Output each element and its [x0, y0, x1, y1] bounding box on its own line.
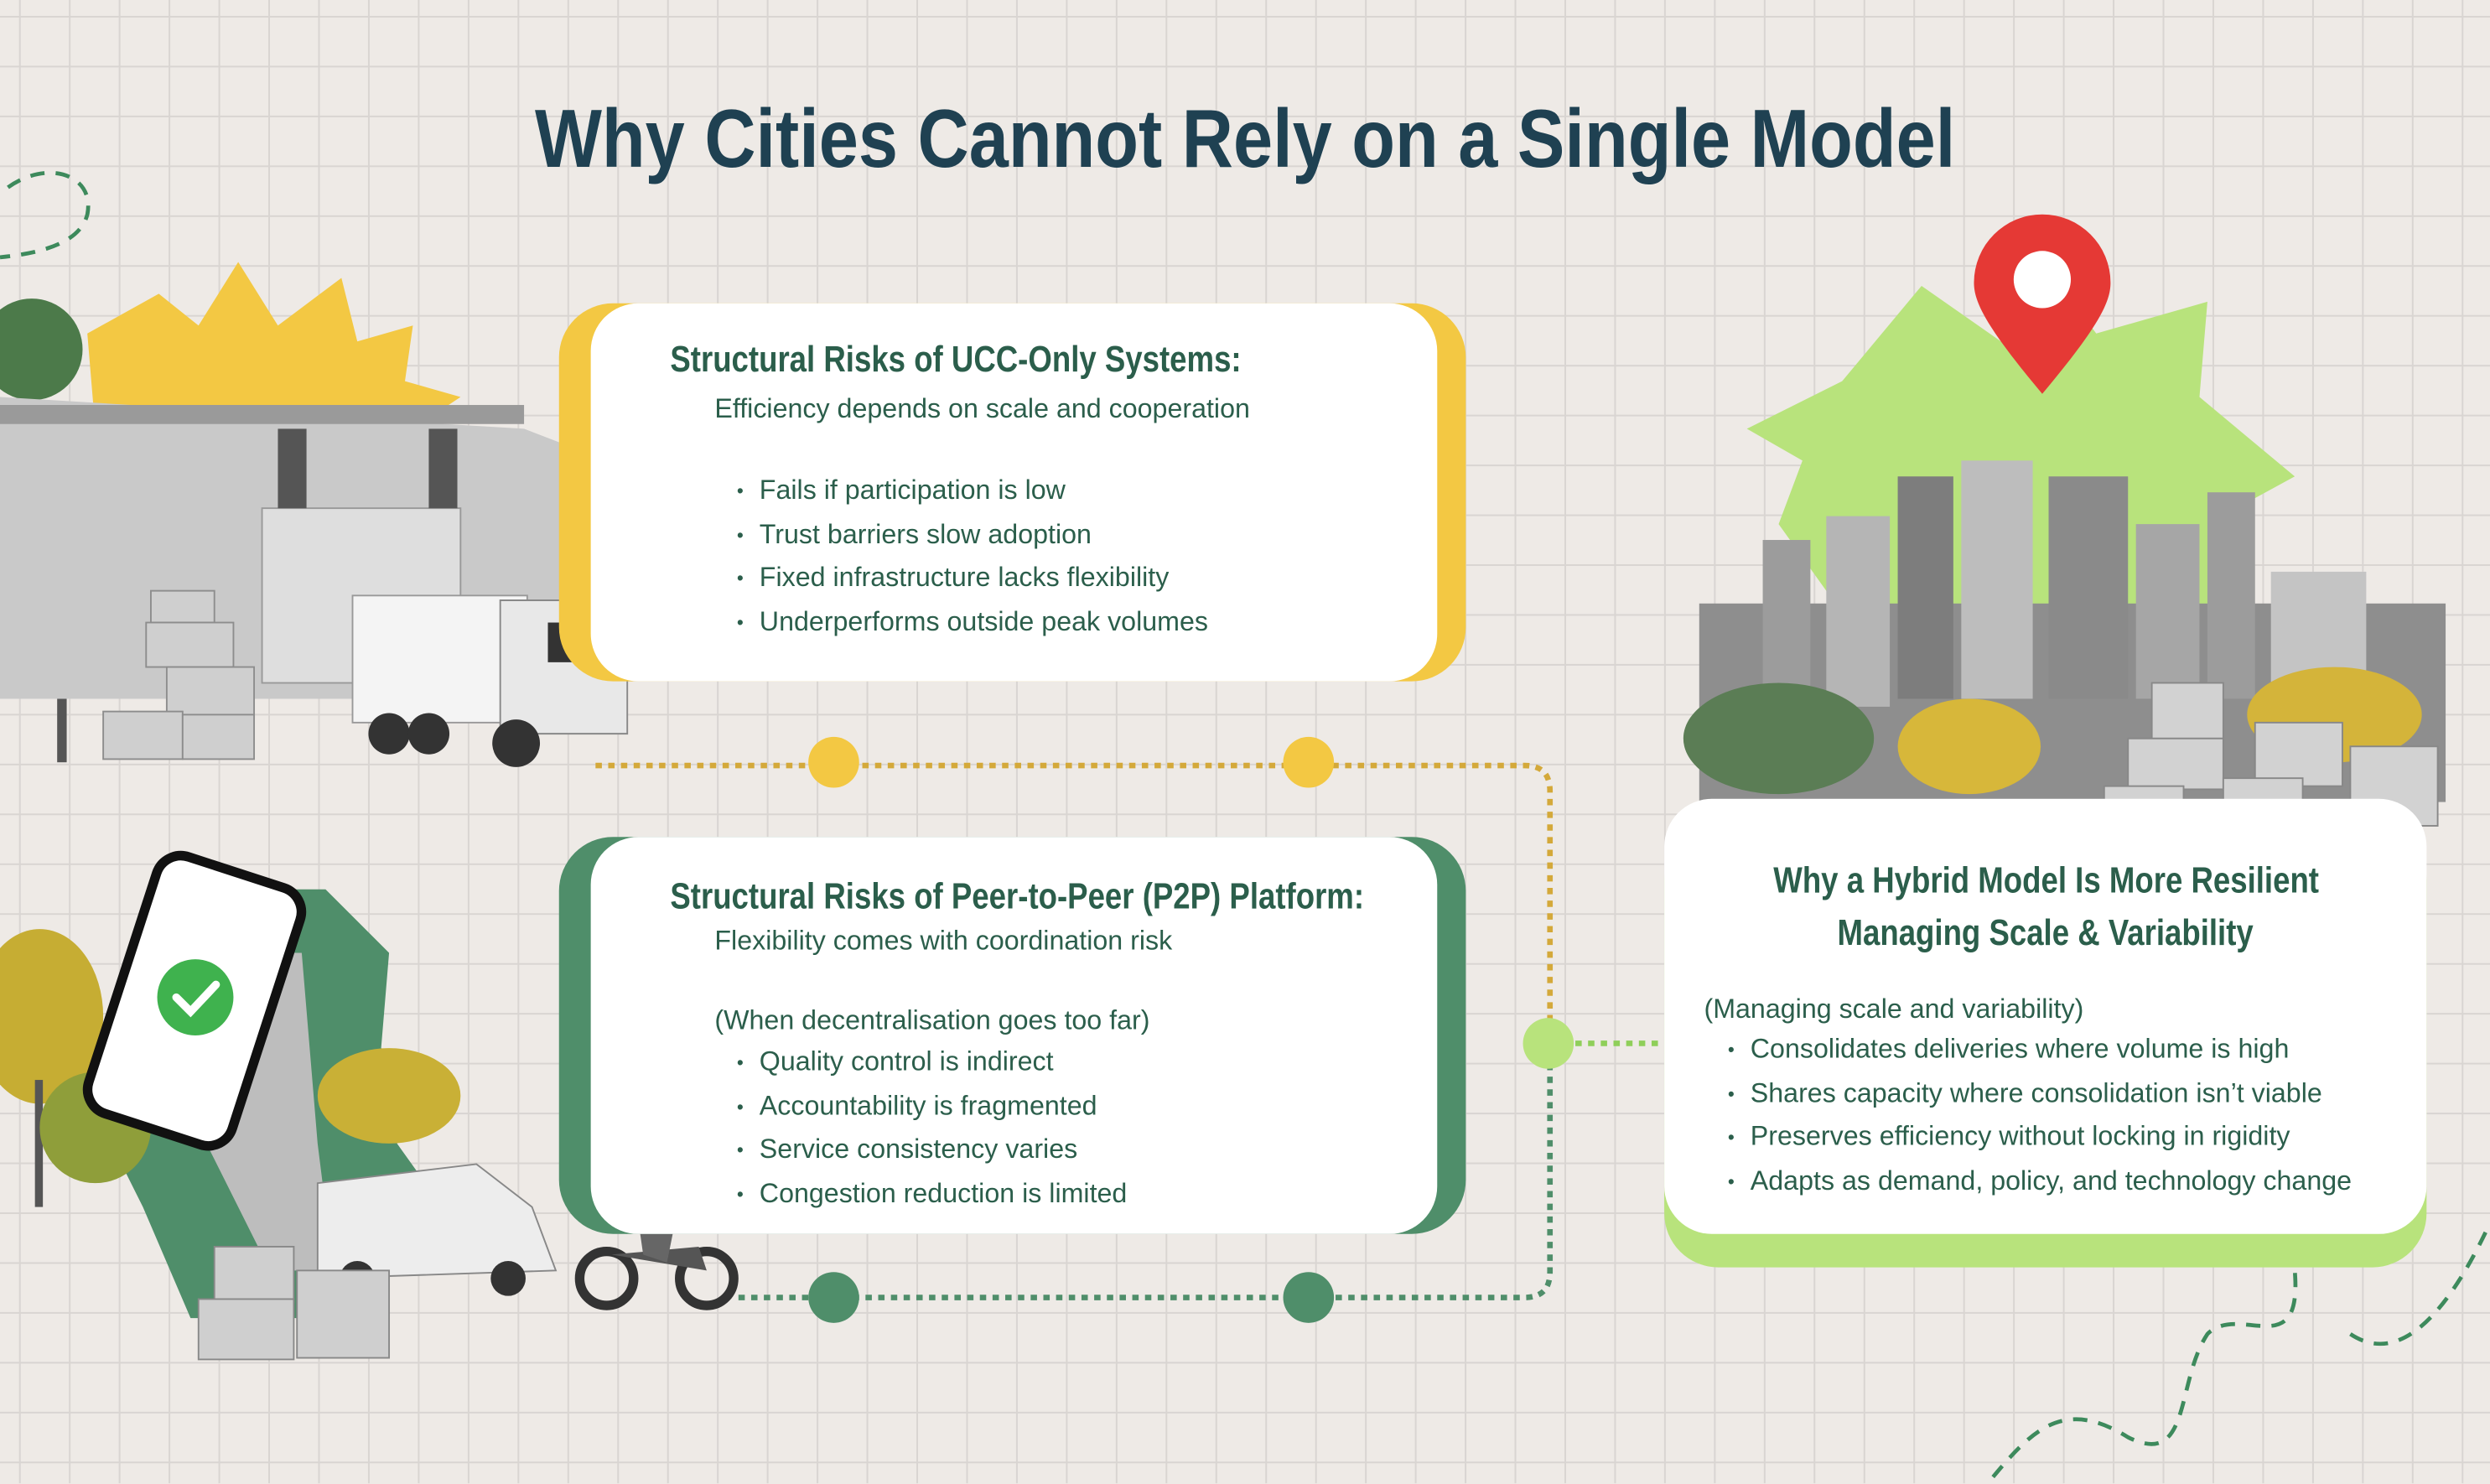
- yellow-starburst: [87, 262, 461, 429]
- connector-node: [808, 736, 859, 788]
- list-item: Underperforms outside peak volumes: [737, 601, 1208, 645]
- list-item: Accountability is fragmented: [737, 1086, 1127, 1129]
- page-title: Why Cities Cannot Rely on a Single Model: [0, 92, 2490, 188]
- card-heading-line1: Why a Hybrid Model Is More Resilient: [1772, 859, 2319, 901]
- card-heading-line2: Managing Scale & Variability: [1837, 911, 2254, 953]
- connector-p2p: [738, 1043, 1554, 1300]
- list-item: Consolidates deliveries where volume is …: [1728, 1029, 2352, 1072]
- list-item: Congestion reduction is limited: [737, 1173, 1128, 1217]
- connector-node: [808, 1272, 859, 1323]
- list-item: Trust barriers slow adoption: [737, 514, 1208, 558]
- tree-icon: [0, 298, 83, 401]
- card-subtitle: Efficiency depends on scale and cooperat…: [714, 393, 1250, 424]
- dashed-squiggle-bottom-right: [1991, 1222, 2490, 1479]
- p2p-risk-list: Quality control is indirect Accountabili…: [737, 1042, 1128, 1217]
- hybrid-benefit-list: Consolidates deliveries where volume is …: [1728, 1029, 2352, 1203]
- list-item: Preserves efficiency without locking in …: [1728, 1117, 2352, 1160]
- card-heading: Structural Risks of UCC-Only Systems:: [670, 338, 1242, 380]
- list-item: Adapts as demand, policy, and technology…: [1728, 1160, 2352, 1204]
- list-item: Fails if participation is low: [737, 470, 1208, 514]
- list-item: Fixed infrastructure lacks flexibility: [737, 558, 1208, 601]
- ucc-risks-card: Structural Risks of UCC-Only Systems: Ef…: [590, 303, 1438, 682]
- trees-illustration: [1683, 667, 2422, 795]
- card-note: (When decentralisation goes too far): [714, 1005, 1150, 1036]
- page-title-text: Why Cities Cannot Rely on a Single Model: [534, 93, 1956, 186]
- connector-node: [1283, 736, 1335, 788]
- card-subtitle: Flexibility comes with coordination risk: [714, 926, 1173, 957]
- connector-node: [1283, 1272, 1335, 1323]
- location-pin-icon: [1974, 214, 2111, 394]
- card-note: (Managing scale and variability): [1704, 994, 2084, 1025]
- boxes-illustration: [197, 1245, 391, 1361]
- hybrid-model-card: Why a Hybrid Model Is More Resilient Man…: [1664, 798, 2427, 1234]
- ucc-risk-list: Fails if participation is low Trust barr…: [737, 470, 1208, 645]
- p2p-risks-card: Structural Risks of Peer-to-Peer (P2P) P…: [590, 837, 1438, 1234]
- list-item: Service consistency varies: [737, 1129, 1127, 1173]
- card-heading: Structural Risks of Peer-to-Peer (P2P) P…: [670, 874, 1365, 916]
- list-item: Quality control is indirect: [737, 1042, 1127, 1086]
- hand-holding-phone-illustration: [82, 850, 334, 1271]
- boxes-illustration: [102, 589, 256, 760]
- connector-ucc: [595, 762, 1554, 1044]
- list-item: Shares capacity where consolidation isn’…: [1728, 1073, 2352, 1117]
- connector-node: [1523, 1018, 1574, 1069]
- checkmark-icon: [157, 959, 234, 1036]
- dashed-squiggle-top-left: [0, 170, 91, 260]
